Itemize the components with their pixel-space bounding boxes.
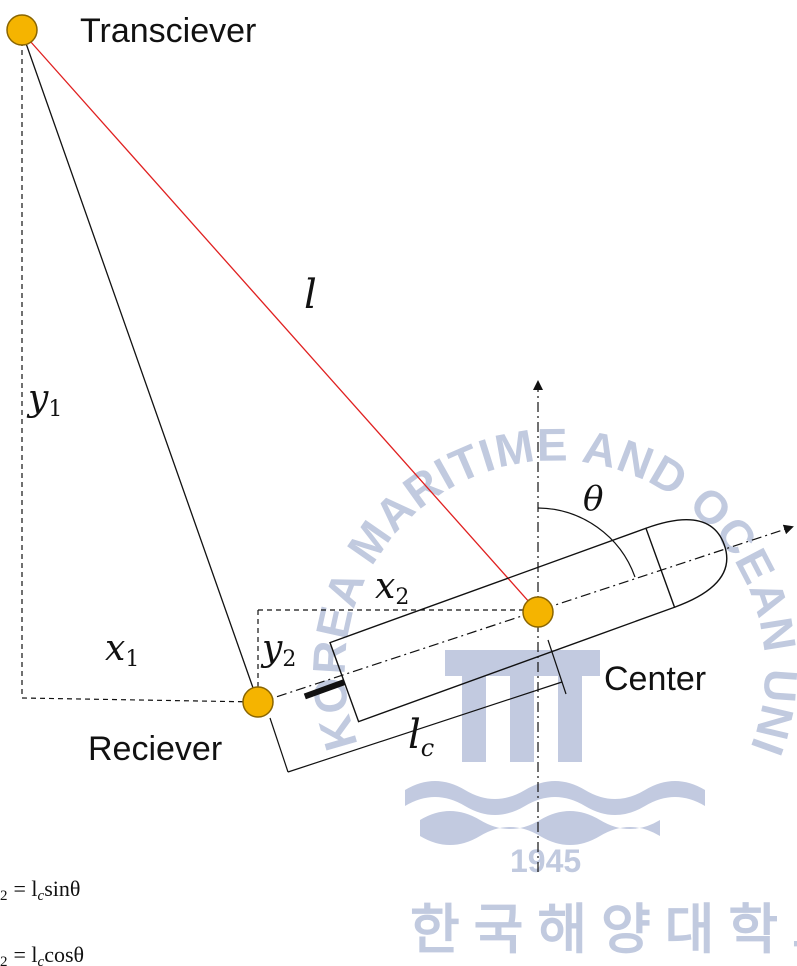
x2-base: x <box>375 566 395 607</box>
lc-extension-left <box>269 717 289 773</box>
seal-year: 1945 <box>510 843 581 879</box>
eq1-rhs: = l <box>14 876 38 901</box>
formula-sin: 2 = lcsinθ <box>0 876 80 904</box>
formula-cos: 2 = lccosθ <box>0 942 84 966</box>
transceiver-node <box>6 14 38 46</box>
theta-arc <box>537 507 636 578</box>
eq2-func: cosθ <box>44 942 84 966</box>
lc-base: l <box>408 712 421 758</box>
l-label: l <box>304 272 317 318</box>
theta-label: θ <box>583 479 603 519</box>
lc-dimension <box>269 639 567 773</box>
y2-base: y <box>260 628 283 669</box>
seal-wave-2 <box>420 811 660 845</box>
receiver-arm <box>303 679 346 700</box>
transceiver-receiver-line <box>21 31 259 703</box>
lc-dimension-line <box>287 681 563 773</box>
y1-sub: 1 <box>48 397 62 422</box>
lc-extension-right <box>547 639 567 695</box>
y1-base: y <box>26 378 49 419</box>
lc-sub: c <box>421 734 434 762</box>
lc-label: lc <box>408 712 434 762</box>
transceiver-label: Transciever <box>80 12 256 50</box>
x1-label: x1 <box>105 628 139 672</box>
y2-sub: 2 <box>282 647 296 672</box>
x1-sub: 1 <box>125 647 139 672</box>
seal-korean-text: 한국해양대학교 <box>410 900 797 960</box>
x1-base: x <box>105 628 125 669</box>
eq2-lhs-sub: 2 <box>0 954 8 966</box>
receiver-label: Reciever <box>88 730 222 768</box>
center-label: Center <box>604 660 706 698</box>
y2-label: y2 <box>260 628 296 672</box>
seal-pillar-mid <box>510 676 534 762</box>
x2-sub: 2 <box>395 585 409 610</box>
eq2-rhs-sub: c <box>38 954 45 966</box>
vehicle-hull <box>329 527 676 723</box>
x1-dashed-line <box>21 697 259 703</box>
signal-line-l <box>21 31 539 613</box>
eq1-func: sinθ <box>44 876 80 901</box>
x2-label: x2 <box>375 566 409 610</box>
center-node <box>522 596 554 628</box>
seal-wave-1 <box>405 781 705 815</box>
eq1-lhs-sub: 2 <box>0 888 8 904</box>
seal-pillar-right <box>558 676 582 762</box>
receiver-node <box>242 686 274 718</box>
seal-pillar-left <box>462 676 486 762</box>
eq2-rhs: = l <box>14 942 38 966</box>
vehicle-nose <box>645 519 728 608</box>
eq1-rhs-sub: c <box>38 888 45 904</box>
vehicle-body <box>303 519 728 723</box>
y1-label: y1 <box>26 378 62 422</box>
dashed-guides <box>21 32 538 703</box>
